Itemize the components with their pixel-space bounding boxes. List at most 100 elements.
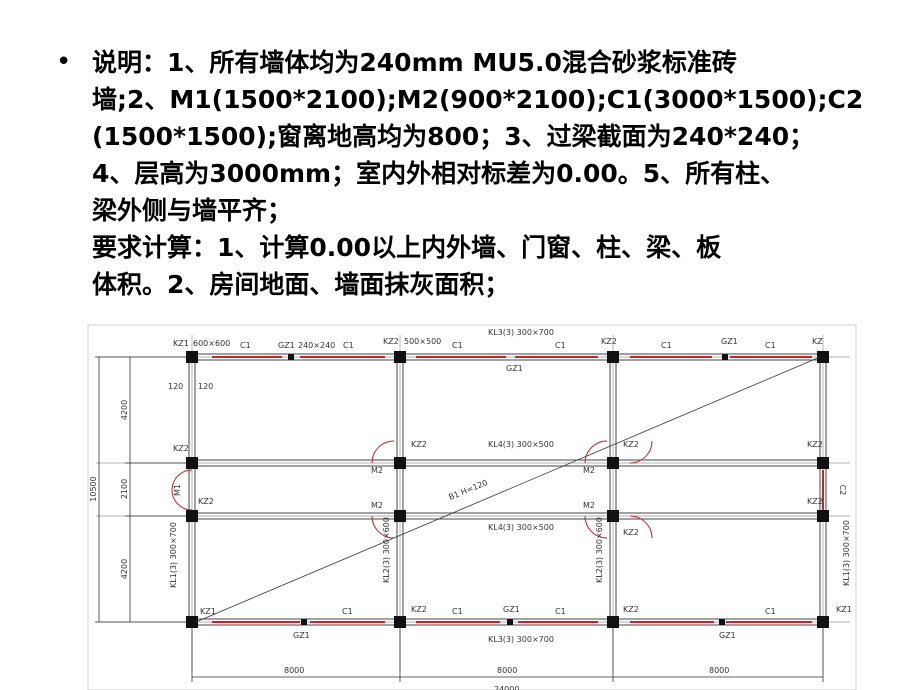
label-kz2-b: KZ2 [601,337,617,346]
label-c2: C2 [838,485,847,496]
dim-label-4200-top: 4200 [120,400,129,420]
label-kz1-size: 600×600 [193,339,230,348]
label-m2-d: M2 [583,501,595,510]
slab-diagonal [195,356,821,623]
column-kz2-ml2 [186,510,198,522]
column-gz1-t2 [722,354,728,360]
label-kz2-size: 500×500 [404,337,441,346]
label-kz1-tl: KZ1 [173,339,189,348]
label-kz2-a: KZ2 [383,337,399,346]
label-c1-d: C1 [555,341,566,350]
dim-label-8000-a: 8000 [284,666,304,675]
label-kl2-b: KL2(3) 300×600 [595,517,604,583]
label-kz-tr: KZ [812,337,823,346]
description-line-3: (1500*1500);窗离地高均为800；3、过梁截面为240*240； [92,122,815,151]
description-line-4: 4、层高为3000mm；室内外相对标差为0.00。5、所有柱、 [92,159,786,188]
label-c1-h: C1 [452,607,463,616]
column-kz2-mr [817,457,829,469]
column-kz2-b3 [607,616,619,628]
label-kz2-c1: KZ2 [411,440,427,449]
label-kz1-br: KZ1 [836,605,852,614]
columns [186,351,829,628]
label-kz1-bl: KZ1 [200,607,216,616]
label-kl1-left: KL1(3) 300×700 [169,522,178,588]
door-m2-f [629,515,653,539]
label-c1-j: C1 [765,607,776,616]
label-gz1-c: GZ1 [506,364,523,373]
door-m2-e [629,440,653,464]
label-gz1-br: GZ1 [719,631,736,640]
description-text: 说明：1、所有墙体均为240mm MU5.0混合砂浆标准砖 墙;2、M1(150… [92,44,863,303]
column-kz2-mc2 [607,457,619,469]
dim-label-8000-b: 8000 [497,666,517,675]
door-m2-b [584,440,608,464]
column-kz2-b2 [394,616,406,628]
column-kz2-t2 [394,351,406,363]
column-kz1-br [817,616,829,628]
label-kl4-bottom: KL4(3) 300×500 [488,523,554,532]
label-c1-c: C1 [452,341,463,350]
label-gz1-bl: GZ1 [293,631,310,640]
label-kz2-r2: KZ2 [807,497,823,506]
windows [212,356,824,623]
column-gz1-b1 [301,619,307,625]
label-c1-a: C1 [240,341,251,350]
dim-label-10500: 10500 [89,476,98,501]
label-kz2-ml: KZ2 [173,444,189,453]
column-kz-tr [817,351,829,363]
label-m1: M1 [173,484,182,496]
label-kl3-top: KL3(3) 300×700 [488,328,554,337]
column-gz1-b3 [719,619,725,625]
column-kz2-mc4 [607,510,619,522]
bullet-point: • [56,47,72,77]
label-gz1-size: 240×240 [298,341,335,350]
label-kz2-bb: KZ2 [411,605,427,614]
label-gz1-a: GZ1 [278,341,295,350]
label-gz1-bc: GZ1 [503,605,520,614]
label-c1-i: C1 [555,607,566,616]
description-line-2: 墙;2、M1(1500*2100);M2(900*2100);C1(3000*1… [92,85,864,114]
column-kz2-mc3 [394,510,406,522]
column-gz1-t1 [288,354,294,360]
door-m2-c [371,515,395,539]
label-kz2-ml2: KZ2 [198,497,214,506]
bottom-dimensions [191,628,824,682]
description-line-5: 梁外侧与墙平齐； [92,196,293,225]
label-m2-b: M2 [583,466,595,475]
label-gz1-b: GZ1 [721,337,738,346]
column-kz2-ml [186,457,198,469]
description-line-6: 要求计算：1、计算0.00以上内外墙、门窗、柱、梁、板 [92,233,722,262]
column-kz1-bl [186,616,198,628]
dim-label-2100: 2100 [120,479,129,499]
description-line-1: 说明：1、所有墙体均为240mm MU5.0混合砂浆标准砖 [92,48,737,77]
description-line-7: 体积。2、房间地面、墙面抹灰面积； [92,270,510,299]
label-c1-b: C1 [343,341,354,350]
door-m1-b [171,489,193,511]
drawing-frame [87,324,857,690]
label-c1-f: C1 [765,341,776,350]
door-m1-a [171,469,193,491]
label-kz2-r1: KZ2 [807,440,823,449]
label-c1-g: C1 [342,607,353,616]
label-slab: B1 H=120 [447,478,488,502]
door-m2-a [371,440,395,464]
column-kz2-t3 [607,351,619,363]
label-kz2-c3: KZ2 [623,528,639,537]
column-kz2-mr2 [817,510,829,522]
label-kz2-bc: KZ2 [623,605,639,614]
label-kl2-a: KL2(3) 300×600 [382,517,391,583]
label-kl4-top: KL4(3) 300×500 [488,440,554,449]
column-gz1-b2 [507,619,513,625]
dim-label-total-bottom: 24000 [494,685,519,690]
label-wall-120-right: 120 [198,382,213,391]
label-c1-e: C1 [661,341,672,350]
dim-label-4200-bottom: 4200 [120,559,129,579]
dim-label-8000-c: 8000 [709,666,729,675]
doors [171,440,653,539]
label-kz2-c2: KZ2 [623,440,639,449]
label-kl3-bottom: KL3(3) 300×700 [488,635,554,644]
label-wall-120-left: 120 [168,382,183,391]
left-dimensions [95,356,186,623]
label-m2-a: M2 [371,466,383,475]
